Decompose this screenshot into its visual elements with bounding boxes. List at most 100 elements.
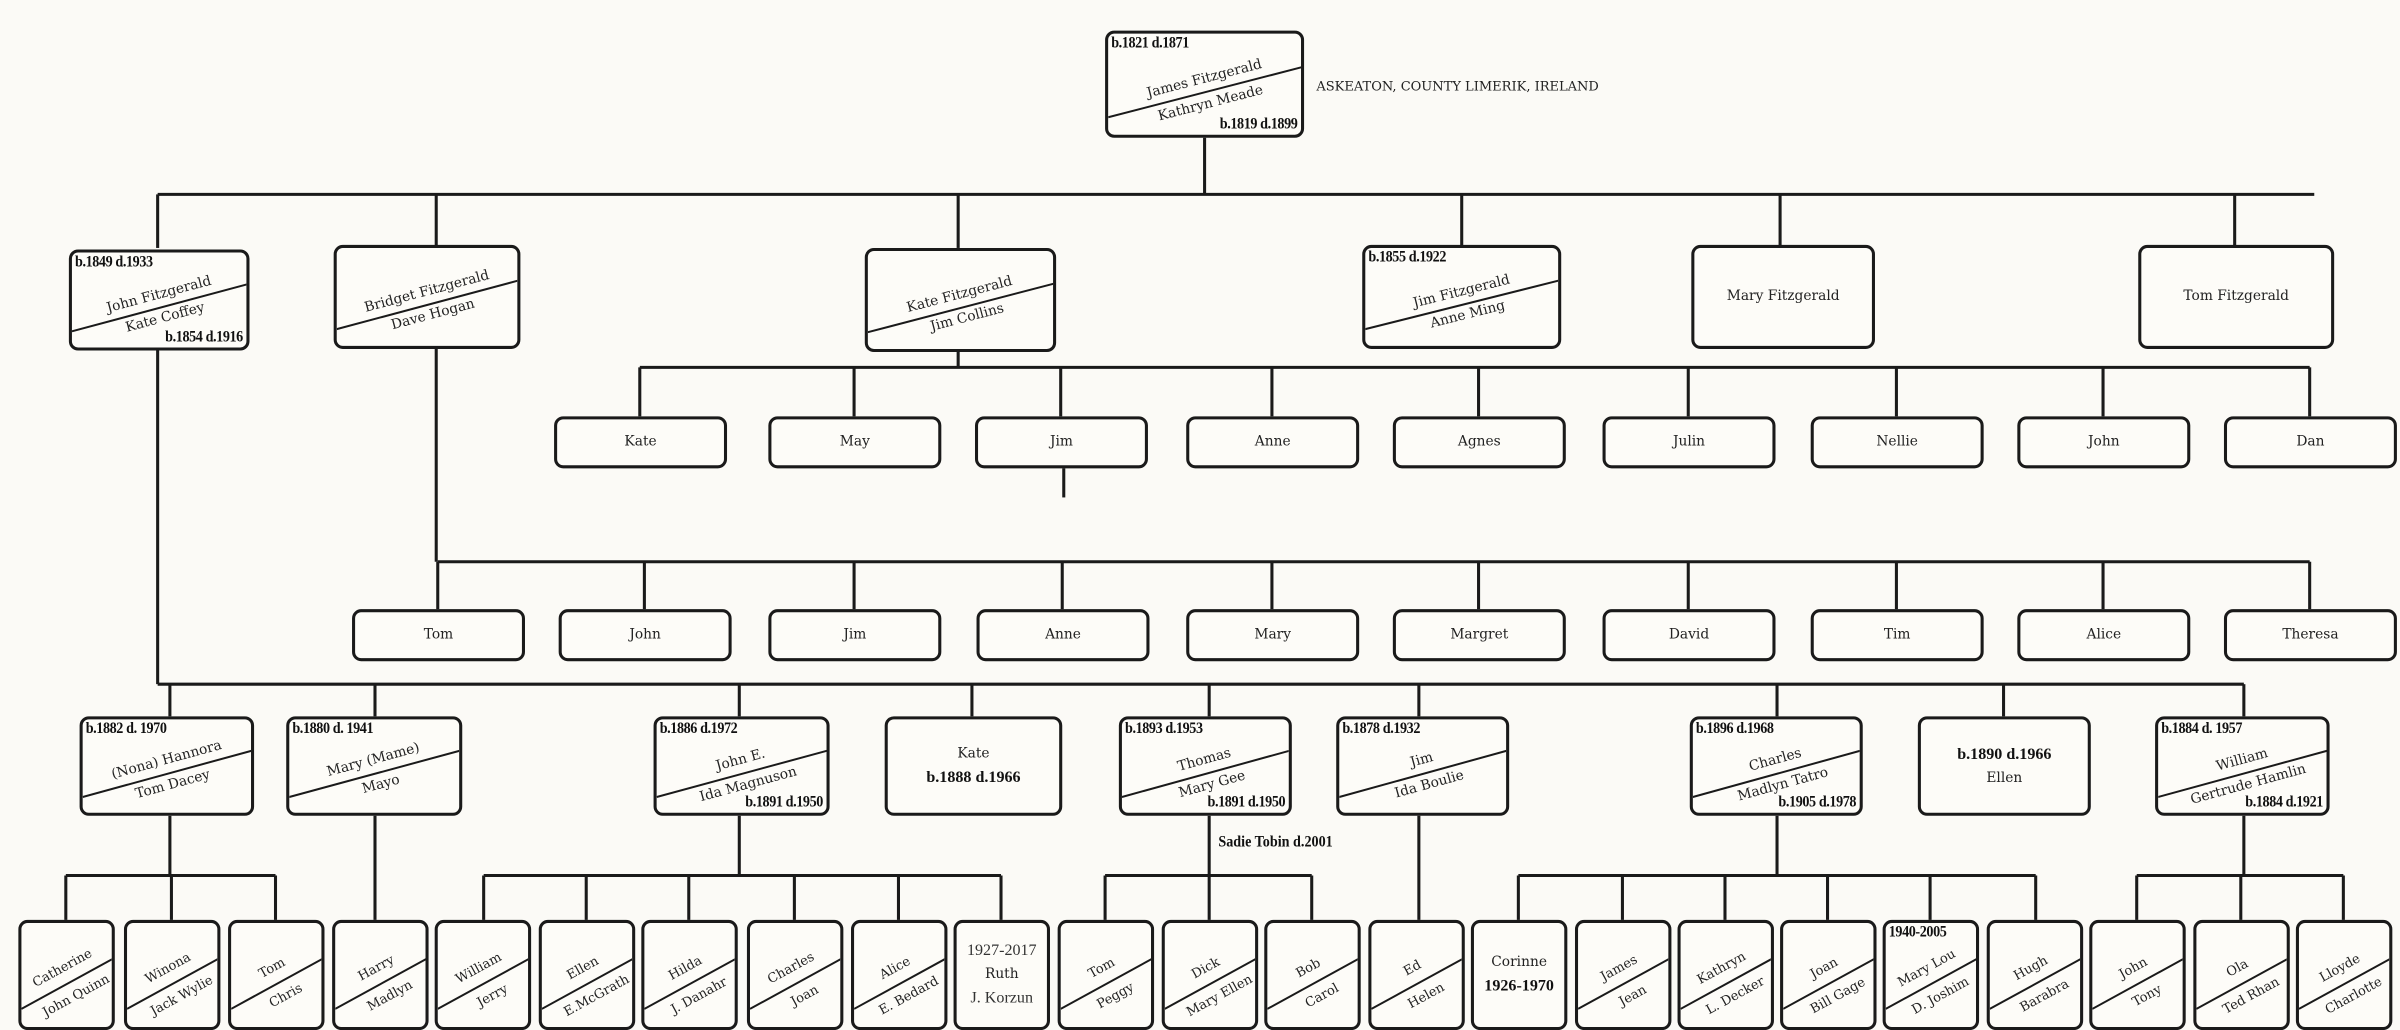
person-box: May: [768, 416, 942, 469]
birth-death-dates: b.1884 d. 1957: [2161, 720, 2243, 738]
marriage-divider-line: [1060, 958, 1152, 1010]
person-box: Dan: [2223, 416, 2397, 469]
marriage-divider-line: [437, 958, 529, 1010]
marriage-divider-line: [656, 749, 827, 798]
spouse-name: J. Korzun: [970, 990, 1034, 1008]
person-box: Margret: [1392, 609, 1566, 662]
person-box: Theresa: [2223, 609, 2397, 662]
person-name: Tom Fitzgerald: [2183, 289, 2290, 305]
person-name: Nellie: [1876, 434, 1918, 450]
person-name: Margret: [1450, 627, 1509, 643]
marriage-divider-line: [1692, 749, 1860, 798]
person-box: Agnes: [1392, 416, 1566, 469]
person-box: Alice: [2017, 609, 2191, 662]
marriage-divider-line: [71, 283, 247, 333]
person-name: Jim: [1049, 434, 1073, 450]
marriage-divider-line: [1121, 749, 1289, 798]
spouse-birth-death-dates: b.1891 d.1950: [745, 794, 824, 812]
person-name: Kate: [624, 434, 657, 450]
birth-death-dates: b.1855 d.1922: [1368, 249, 1447, 267]
birth-death-dates: 1940-2005: [1888, 924, 1947, 942]
marriage-divider-line: [644, 958, 735, 1010]
spouse-birth-death-dates: b.1819 d.1899: [1220, 116, 1298, 134]
marriage-divider-line: [21, 958, 112, 1010]
marriage-divider-line: [1108, 66, 1302, 119]
birth-death-dates: b.1882 d. 1970: [85, 720, 167, 738]
marriage-divider-line: [231, 958, 322, 1010]
person-name: Mary: [1254, 627, 1292, 643]
marriage-divider-line: [1783, 958, 1874, 1010]
marriage-divider-line: [1371, 958, 1462, 1010]
marriage-divider-line: [1365, 279, 1559, 331]
person-name: Julin: [1672, 434, 1706, 450]
birth-death-dates: b.1880 d. 1941: [292, 720, 374, 738]
marriage-divider-line: [1267, 958, 1358, 1010]
person-name: Ellen: [1986, 770, 2023, 786]
marriage-divider-line: [289, 749, 460, 798]
person-box: John: [2017, 416, 2191, 469]
marriage-divider-line: [2196, 958, 2287, 1010]
person-box: Mary: [1186, 609, 1360, 662]
marriage-divider-line: [82, 749, 252, 798]
marriage-divider-line: [127, 958, 218, 1010]
birth-death-dates: b.1849 d.1933: [74, 254, 153, 271]
person-name: May: [839, 434, 870, 450]
birth-death-dates: b.1896 d.1968: [1695, 720, 1774, 738]
spouse-birth-death-dates: b.1905 d.1978: [1778, 794, 1857, 812]
spouse-birth-death-dates: b.1884 d.1921: [2245, 794, 2324, 812]
person-name: Ruth: [984, 967, 1019, 983]
person-name: Corinne: [1491, 955, 1547, 971]
marriage-divider-line: [1885, 958, 1977, 1010]
marriage-divider-line: [2298, 958, 2390, 1010]
spouse-birth-death-dates: b.1891 d.1950: [1208, 794, 1286, 812]
birth-death-dates: b.1878 d.1932: [1342, 720, 1420, 738]
person-name: John: [629, 627, 661, 643]
person-box: Tom: [352, 609, 525, 662]
person-name: Theresa: [2282, 627, 2339, 643]
person-name: Tim: [1883, 627, 1911, 643]
marriage-divider-line: [336, 279, 518, 331]
person-box: Julin: [1602, 416, 1776, 469]
second-spouse-note: Sadie Tobin d.2001: [1218, 834, 1333, 852]
marriage-divider-line: [1989, 958, 2081, 1010]
birth-death-dates: 1927-2017: [966, 942, 1037, 960]
marriage-divider-line: [867, 282, 1054, 334]
marriage-divider-line: [749, 958, 841, 1010]
marriage-divider-line: [2092, 958, 2183, 1010]
person-name: Jim: [843, 627, 867, 643]
origin-place-label: ASKEATON, COUNTY LIMERIK, IRELAND: [1316, 79, 1599, 95]
birth-death-dates: b.1890 d.1966: [1957, 746, 2052, 764]
person-name: Agnes: [1457, 434, 1501, 450]
marriage-divider-line: [2158, 749, 2327, 798]
marriage-divider-line: [335, 958, 426, 1010]
marriage-divider-line: [1680, 958, 1771, 1010]
birth-death-dates: b.1888 d.1966: [926, 769, 1021, 786]
